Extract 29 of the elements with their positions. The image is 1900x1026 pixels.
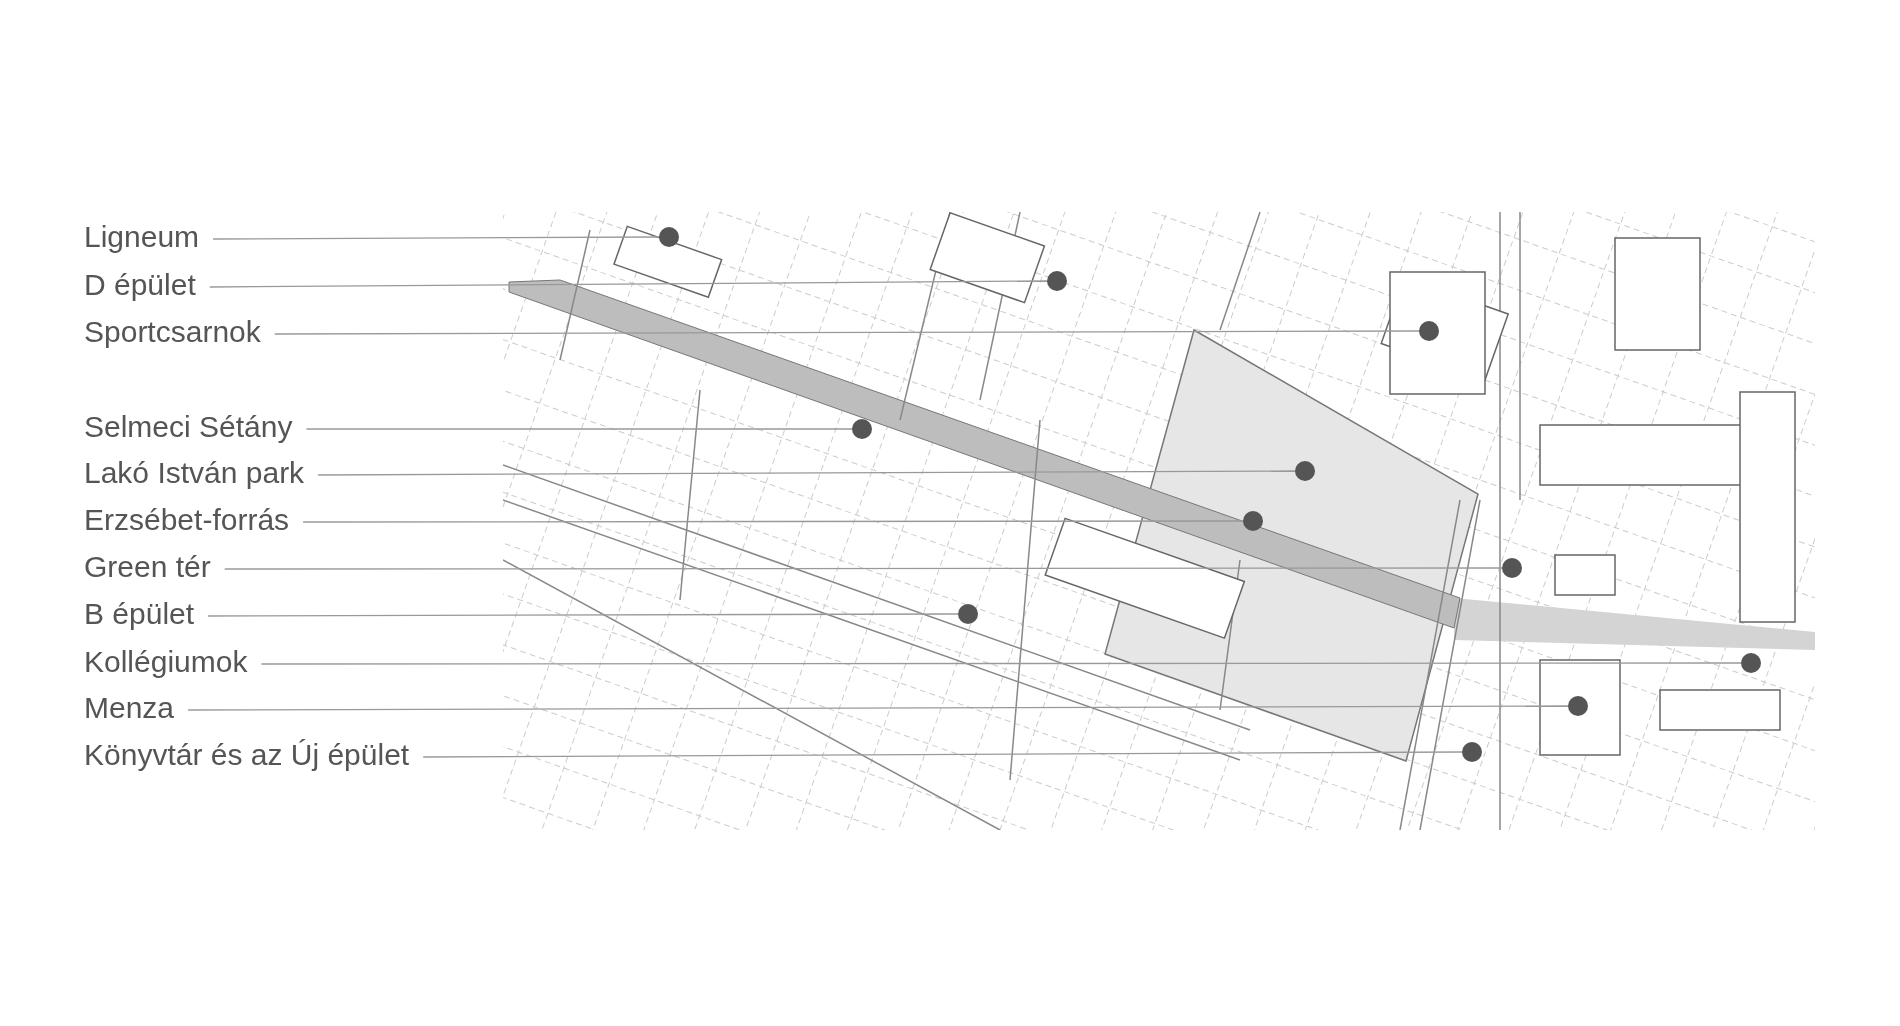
leader-line (305, 428, 853, 430)
location-dot (659, 227, 679, 247)
place-label: Sportcsarnok (84, 315, 261, 349)
place-label: D épület (84, 268, 196, 302)
leader-line (422, 751, 1463, 758)
place-label: Erzsébet-forrás (84, 503, 290, 537)
location-dot (852, 419, 872, 439)
location-dot (1741, 653, 1761, 673)
place-label: Menza (84, 691, 175, 725)
leader-line (317, 470, 1296, 476)
place-label: Kollégiumok (84, 645, 248, 679)
location-dot (1047, 271, 1067, 291)
leader-line (209, 280, 1048, 288)
leader-line (187, 705, 1569, 711)
location-dot (958, 604, 978, 624)
place-label: Ligneum (84, 220, 200, 254)
leader-line (212, 236, 660, 240)
place-label: Könyvtár és az Új épület (84, 738, 410, 772)
location-dot (1462, 742, 1482, 762)
location-dot (1502, 558, 1522, 578)
leader-line (274, 330, 1420, 335)
place-label: Green tér (84, 550, 211, 584)
leader-line (224, 567, 1503, 570)
place-label: Lakó István park (84, 456, 305, 490)
place-label: B épület (84, 597, 195, 631)
place-label: Selmeci Sétány (84, 410, 293, 444)
leader-line (260, 662, 1742, 665)
leader-line (207, 613, 959, 617)
leader-line (302, 520, 1244, 523)
